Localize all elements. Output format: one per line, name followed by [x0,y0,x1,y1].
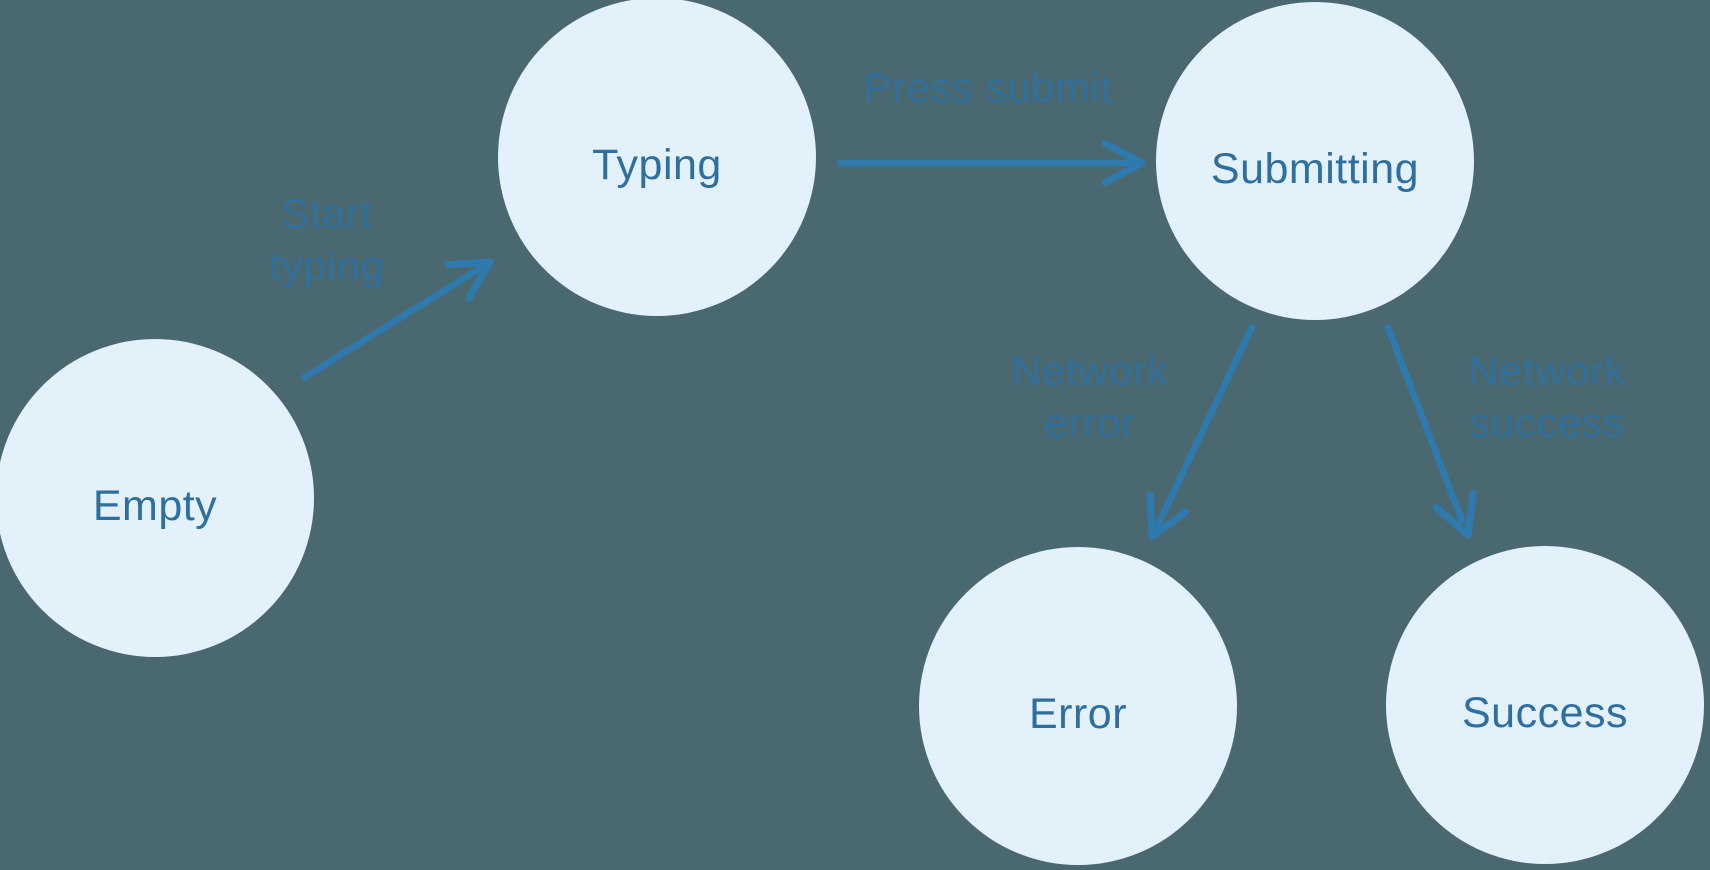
state-node-typing: Typing [498,0,816,316]
state-label-empty: Empty [92,481,218,530]
transition-label-network-error: Network error [1011,347,1169,446]
transition-label-press-submit: Press submit [863,64,1113,111]
state-node-error: Error [919,547,1237,865]
state-label-typing: Typing [592,140,722,189]
transition-label-start-typing: Start typing [269,190,385,289]
state-label-success: Success [1461,688,1628,737]
state-label-submitting: Submitting [1210,144,1420,193]
transition-label-network-success: Network success [1468,347,1626,446]
state-node-submitting: Submitting [1156,2,1474,320]
state-node-success: Success [1386,546,1704,864]
state-node-empty: Empty [0,339,314,657]
arrow-typing-to-submitting [838,139,1146,187]
state-label-error: Error [1028,689,1128,738]
